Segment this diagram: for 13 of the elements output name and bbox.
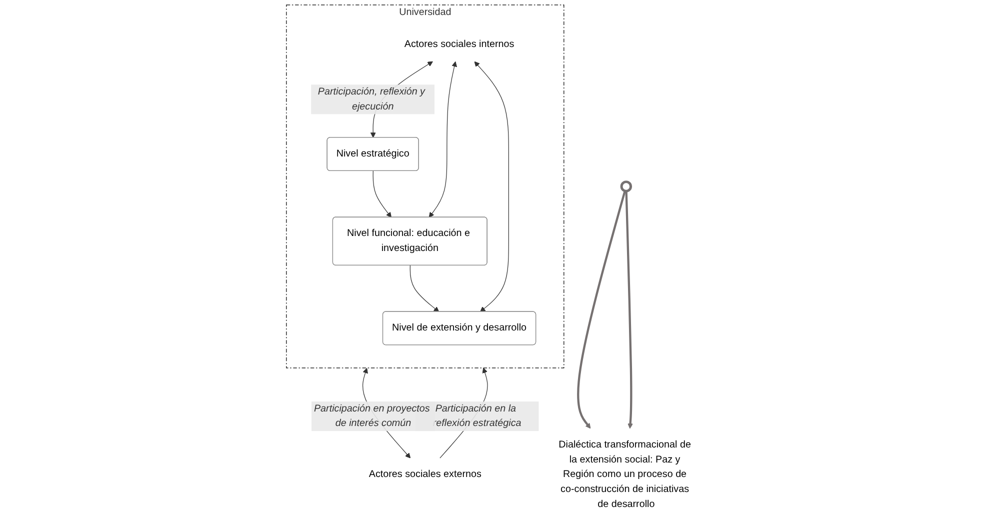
node-text: Actores sociales internos	[404, 39, 514, 50]
arrow	[577, 190, 626, 429]
arrow	[428, 61, 458, 218]
node-circle	[620, 180, 632, 192]
node-text: Actores sociales externos	[368, 469, 482, 480]
arrow	[410, 265, 440, 312]
node-text: Dialéctica transformacional de la extensión social: Paz y Región como un proceso de co-construcción de iniciativas de desarrollo	[558, 440, 691, 510]
edge-label: Participación en proyectos de interés común	[314, 403, 430, 429]
edge-label: Participación, reflexión y ejecución	[318, 86, 425, 112]
edge-label: Participación en la reflexión estratégica	[432, 403, 522, 429]
arrow	[372, 170, 392, 218]
arrow	[625, 191, 633, 429]
arrow	[474, 61, 509, 312]
